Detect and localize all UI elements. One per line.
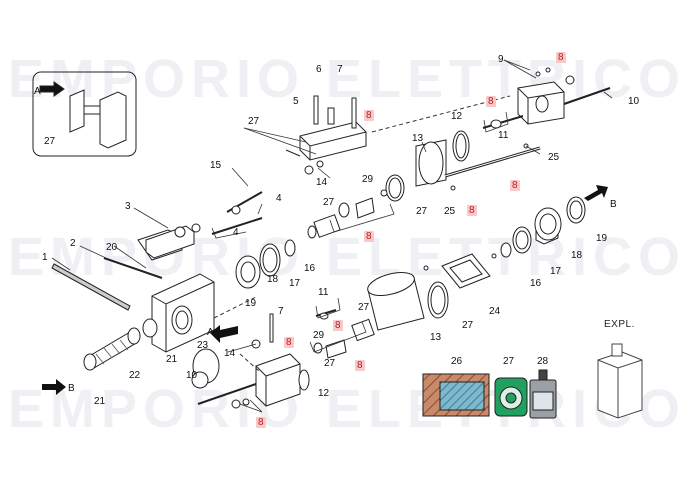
callout-27: 27 <box>323 197 335 208</box>
callout-21: 21 <box>94 396 106 407</box>
arrows <box>42 185 608 395</box>
callout-13: 13 <box>430 332 442 343</box>
expl-cylinder <box>597 343 643 419</box>
callout-27: 27 <box>358 302 370 313</box>
upper-right-block <box>482 67 611 129</box>
bracket-assembly <box>285 95 367 175</box>
gasket-24 <box>423 253 497 289</box>
callout-8: 8 <box>467 205 477 216</box>
callout-4: 4 <box>276 193 282 204</box>
callout-7: 7 <box>337 64 343 75</box>
upper-ring-group <box>380 130 470 202</box>
callout-15: 15 <box>210 160 222 171</box>
callout-17: 17 <box>289 278 301 289</box>
callout-8: 8 <box>510 180 520 191</box>
lower-block <box>231 313 310 409</box>
callout-27: 27 <box>44 136 56 147</box>
callout-11: 11 <box>498 130 509 141</box>
callout-7: 7 <box>278 306 284 317</box>
callout-24: 24 <box>489 306 501 317</box>
callout-20: 20 <box>106 242 118 253</box>
callout-8: 8 <box>256 417 266 428</box>
callout-18: 18 <box>571 250 583 261</box>
expl-label: EXPL. <box>604 319 635 330</box>
callout-A: A <box>34 86 41 97</box>
spring-22 <box>83 327 141 371</box>
kit-26 <box>422 373 490 417</box>
lower-piston <box>313 309 375 359</box>
callout-8: 8 <box>556 52 566 63</box>
callout-16: 16 <box>304 263 316 274</box>
top-valve-assembly <box>145 223 201 259</box>
callout-13: 13 <box>412 133 424 144</box>
callout-9: 9 <box>498 54 504 65</box>
dashed-connectors <box>213 95 511 373</box>
callout-29: 29 <box>362 174 374 185</box>
callout-27: 27 <box>503 356 515 367</box>
callout-29: 29 <box>313 330 325 341</box>
callout-A: A <box>207 327 214 338</box>
rods <box>51 191 263 405</box>
callout-27: 27 <box>324 358 336 369</box>
callout-19: 19 <box>596 233 608 244</box>
callout-27: 27 <box>416 206 428 217</box>
callout-1: 1 <box>42 252 48 263</box>
callout-22: 22 <box>129 370 141 381</box>
middle-rings <box>142 239 296 389</box>
callout-8: 8 <box>486 96 496 107</box>
callout-27: 27 <box>462 320 474 331</box>
callout-10: 10 <box>186 370 198 381</box>
callout-26: 26 <box>451 356 463 367</box>
callout-23: 23 <box>197 340 209 351</box>
kit-28-oil <box>529 369 557 419</box>
callout-14: 14 <box>224 348 236 359</box>
callout-12: 12 <box>318 388 330 399</box>
callout-B: B <box>610 199 617 210</box>
callout-25: 25 <box>548 152 560 163</box>
callout-5: 5 <box>293 96 299 107</box>
callout-4: 4 <box>233 227 239 238</box>
callout-16: 16 <box>530 278 542 289</box>
callout-B: B <box>68 383 75 394</box>
callout-8: 8 <box>284 337 294 348</box>
callout-25: 25 <box>444 206 456 217</box>
callout-8: 8 <box>364 110 374 121</box>
kit-27-grease <box>494 377 528 417</box>
leader-lines <box>51 59 613 413</box>
callout-6: 6 <box>316 64 322 75</box>
callout-2: 2 <box>70 238 76 249</box>
callout-27: 27 <box>248 116 260 127</box>
callout-8: 8 <box>355 360 365 371</box>
detail-inset <box>32 71 137 157</box>
callout-8: 8 <box>333 320 343 331</box>
lower-cylinder <box>367 272 449 331</box>
watermark-row-2: EMPORIO ELETTRICO <box>8 227 687 287</box>
callout-12: 12 <box>451 111 463 122</box>
callout-18: 18 <box>267 274 279 285</box>
watermark-row-3: EMPORIO ELETTRICO <box>8 379 687 439</box>
callout-14: 14 <box>316 177 328 188</box>
callout-28: 28 <box>537 356 549 367</box>
callout-8: 8 <box>364 231 374 242</box>
callout-19: 19 <box>245 298 257 309</box>
callout-21: 21 <box>166 354 178 365</box>
callout-17: 17 <box>550 266 562 277</box>
callout-11: 11 <box>318 287 329 298</box>
callout-3: 3 <box>125 201 131 212</box>
callout-10: 10 <box>628 96 640 107</box>
right-mid-rings <box>500 196 586 258</box>
